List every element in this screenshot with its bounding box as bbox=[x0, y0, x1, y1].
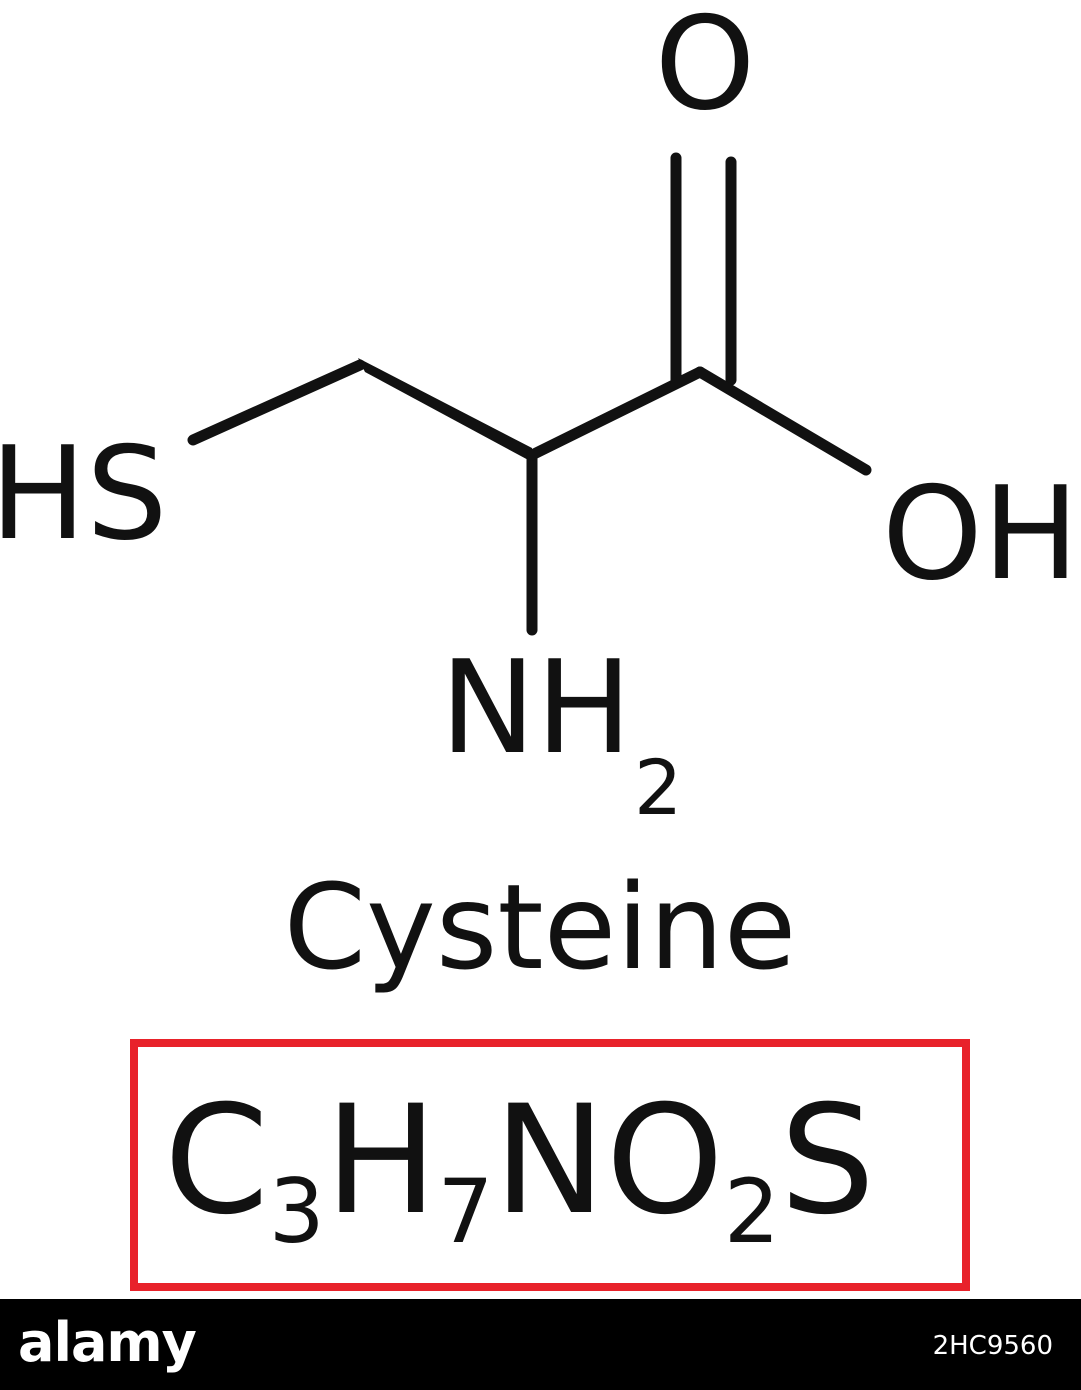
formula-s: S bbox=[780, 1074, 875, 1248]
cysteine-structure-diagram: O HS OH NH2 Cysteine C3H7NO2S bbox=[0, 0, 1079, 1291]
formula-o-sub: 2 bbox=[724, 1160, 780, 1263]
stock-image-id: 2HC9560 bbox=[932, 1331, 1053, 1361]
bond-c3-calpha-wedge bbox=[358, 358, 532, 462]
formula-o: O bbox=[606, 1074, 724, 1248]
formula-h-sub: 7 bbox=[438, 1160, 494, 1263]
molecular-formula: C3H7NO2S bbox=[164, 1074, 875, 1263]
bond-calpha-carbonyl bbox=[526, 366, 706, 461]
amine-nh: NH bbox=[440, 634, 632, 783]
amine-label: NH2 bbox=[440, 634, 682, 832]
oxygen-top-label: O bbox=[655, 0, 756, 139]
bond-carbonyl-oh bbox=[694, 366, 872, 476]
stock-footer-bar: alamy 2HC9560 bbox=[0, 1299, 1081, 1390]
oh-label: OH bbox=[882, 460, 1079, 609]
brand-logo: alamy bbox=[18, 1311, 197, 1374]
compound-name: Cysteine bbox=[284, 858, 797, 996]
amine-subscript: 2 bbox=[634, 743, 682, 832]
formula-n: N bbox=[494, 1074, 606, 1248]
formula-c: C bbox=[164, 1074, 269, 1248]
formula-h: H bbox=[325, 1074, 438, 1248]
formula-c-sub: 3 bbox=[269, 1160, 325, 1263]
formula-box bbox=[130, 1039, 970, 1291]
bond-s-c3 bbox=[187, 359, 366, 446]
hs-label: HS bbox=[0, 420, 168, 569]
